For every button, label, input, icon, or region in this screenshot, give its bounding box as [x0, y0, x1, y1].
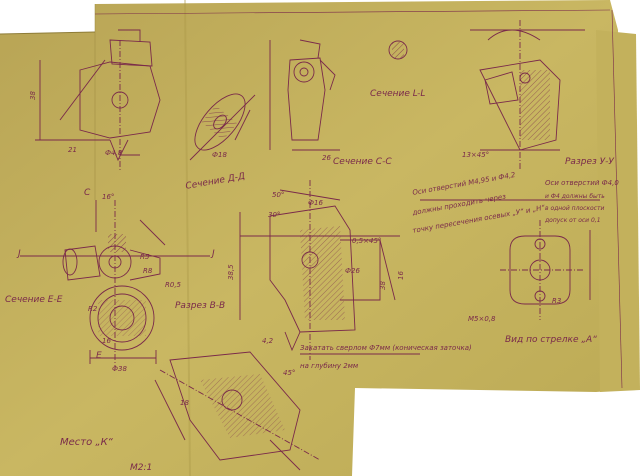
- dim-length-21: 21: [68, 146, 77, 154]
- dim-angle-30: 30°: [268, 211, 281, 219]
- note-holes-line-1: Оси отверстий Ф4,0: [545, 179, 619, 187]
- dim-angle-50: 50°: [272, 191, 285, 199]
- section-label-l: Сечение L-L: [370, 89, 426, 99]
- note-bottom-line-1: Закатать сверлом Ф7мм (коническая заточк…: [300, 344, 472, 352]
- note-holes-line-4: допуск от оси 0,1: [545, 217, 601, 224]
- dim-diameter-18: Ф18: [212, 151, 227, 159]
- dim-angle: 16°: [102, 193, 115, 201]
- dim-diameter: Ф38: [112, 365, 127, 373]
- scale-label: М2:1: [130, 463, 153, 473]
- cut-letter-e: Е: [96, 351, 102, 361]
- dim-height: 38,5: [227, 264, 235, 280]
- section-label-e: Сечение Е-Е: [5, 295, 63, 305]
- paper-sheet-right: [596, 30, 640, 392]
- dim-height-38: 38: [29, 91, 37, 100]
- dim-radius-2: R2: [88, 305, 98, 313]
- dim-diameter-48: Ф4,8: [105, 149, 123, 157]
- dim-radius-5: R5: [140, 253, 150, 261]
- dim-length: 18: [180, 399, 189, 407]
- dim-chamfer-13: 13×45°: [462, 151, 490, 159]
- cut-letter-j-left: J: [18, 249, 21, 259]
- view-label-a: Вид по стрелке „А“: [505, 335, 597, 345]
- dim-diameter-26: Ф26: [345, 267, 360, 275]
- section-label-c: Сечение С-С: [333, 157, 392, 167]
- note-bottom-line-2: на глубину 2мм: [300, 362, 359, 370]
- dim-radius-small: R0,5: [165, 281, 181, 289]
- detail-label-k: Место „К“: [60, 437, 113, 448]
- cut-letter-c: С: [84, 188, 91, 198]
- drawing-lines: [20, 20, 600, 471]
- dim-16-right: 16: [397, 271, 405, 280]
- razrez-label-bb: Разрез В-В: [175, 301, 226, 311]
- razrez-label-yy: Разрез У-У: [565, 157, 614, 167]
- dim-radius-3: R3: [552, 297, 562, 305]
- note-holes-line-3: в одной плоскости: [545, 205, 605, 212]
- dim-length-26: 26: [322, 154, 331, 162]
- dim-chamfer: 45°: [283, 369, 296, 377]
- note-holes-line-2: и Ф4 должны быть: [545, 193, 605, 200]
- dim-16: 16: [102, 337, 111, 345]
- dim-hole: 4,2: [262, 337, 274, 345]
- dim-diameter-16: Ф16: [308, 199, 323, 207]
- dim-38-right: 38: [379, 281, 387, 290]
- dim-thread: М5×0,8: [468, 315, 496, 323]
- cut-letter-j-right: J: [212, 249, 215, 259]
- dim-chamfer-05: 0,5×45°: [352, 237, 382, 245]
- dim-radius: R8: [143, 267, 153, 275]
